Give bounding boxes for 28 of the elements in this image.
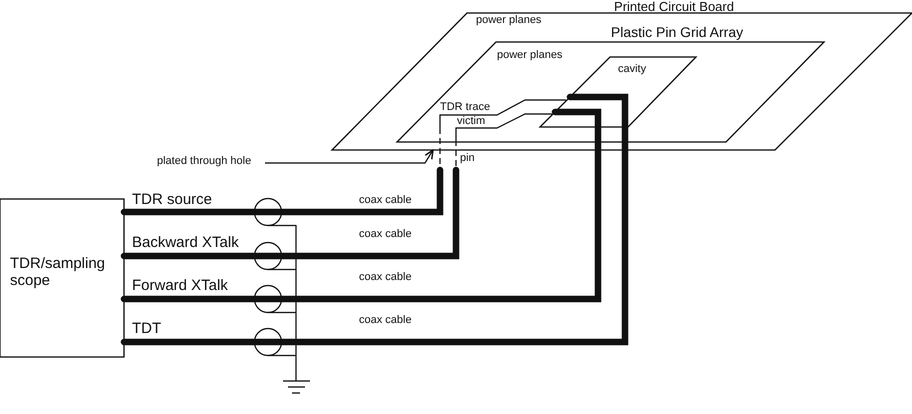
leader-label: plated through hole [157,155,252,168]
coax-cable [120,166,460,260]
pin-label: pin [460,152,475,164]
signal-label: Forward XTalk [132,277,228,294]
circuit-board-outline [332,0,912,150]
cavity-label: cavity [618,63,646,76]
signal-label: TDR source [132,191,212,208]
coax-cable [120,166,444,216]
trace-label: TDR trace [440,101,490,113]
scope-box [0,199,124,357]
edge-label: coax cable [358,228,413,240]
edge-label: coax cable [358,271,413,283]
edge-label: coax cable [358,194,413,206]
signal-label: TDT [132,320,162,337]
trace-line [439,99,566,128]
coax-cable [120,94,628,346]
package-title: Plastic Pin Grid Array [610,25,744,40]
signal-label: Backward XTalk [132,234,239,251]
layer-label: power planes [497,49,562,62]
leader-line [265,149,434,164]
pin-grid-array-outline [397,24,824,142]
coax-cable [120,108,602,302]
trace-line [455,113,552,140]
board-title: Printed Circuit Board [614,0,734,14]
edge-label: coax cable [358,314,413,326]
scope-label: TDR/sampling scope [10,256,106,289]
trace-label: victim [457,115,486,127]
layer-label: power planes [476,14,542,26]
